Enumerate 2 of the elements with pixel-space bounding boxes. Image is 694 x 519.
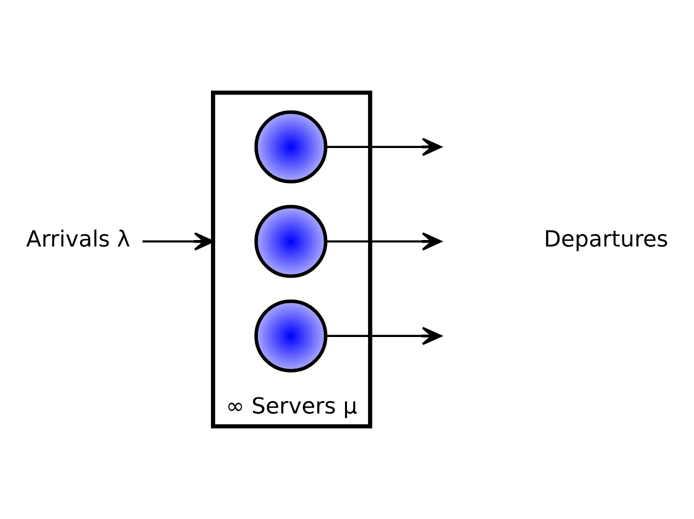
- node-text: Arrivals λ: [26, 226, 130, 253]
- node-text: Departures: [544, 226, 668, 253]
